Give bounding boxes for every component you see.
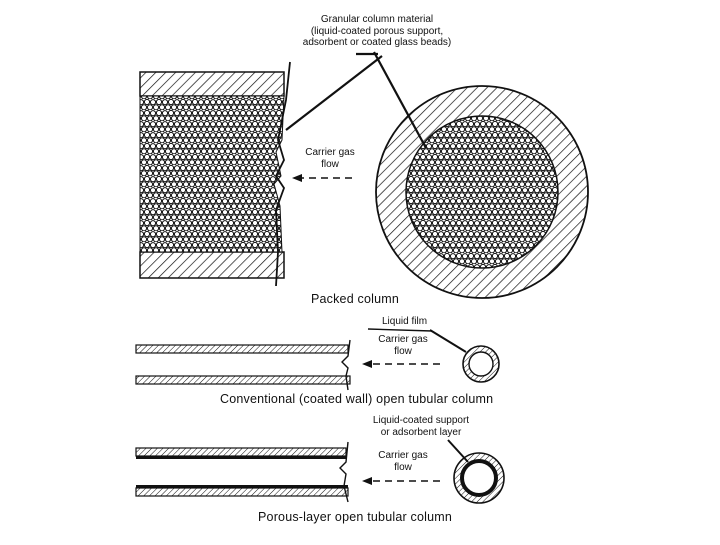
- packed-bottom-wall: [139, 251, 285, 279]
- material-label-line-3: adsorbent or coated glass beads): [302, 37, 452, 48]
- coated-flow-arrow: [362, 360, 440, 368]
- material-label-line-1: Granular column material: [320, 14, 434, 25]
- coated-wall-tube: [135, 339, 351, 391]
- coated-cross-section: [462, 345, 500, 383]
- film-leader-line: [367, 328, 467, 353]
- porous-layer-label-line-2: or adsorbent layer: [380, 426, 462, 438]
- coated-bottom-wall: [135, 375, 351, 385]
- packed-cross-section: [375, 85, 589, 299]
- packed-column-section: [139, 61, 291, 287]
- coated-top-wall: [135, 344, 349, 354]
- porous-layer-caption: Porous-layer open tubular column: [258, 510, 453, 524]
- porous-flow-arrow: [362, 477, 440, 485]
- porous-flow-label: Carrier gas flow: [368, 450, 438, 473]
- packed-flow-label-line-2: flow: [321, 158, 339, 170]
- packed-top-wall: [139, 71, 285, 97]
- packed-inner-bed: [405, 115, 559, 269]
- coated-flow-label-line-1: Carrier gas: [378, 334, 428, 345]
- coated-flow-label: Carrier gas flow: [368, 334, 438, 357]
- porous-break-line: [339, 441, 349, 503]
- packed-flow-arrow: [292, 174, 352, 182]
- packed-flow-label: Carrier gas flow: [300, 147, 360, 170]
- porous-bottom-wall: [135, 487, 349, 497]
- coated-wall-caption: Conventional (coated wall) open tubular …: [220, 392, 494, 406]
- porous-cross-section: [453, 452, 505, 504]
- porous-flow-label-line-2: flow: [394, 461, 412, 473]
- porous-top-layer: [136, 456, 346, 459]
- packed-flow-label-line-1: Carrier gas: [305, 147, 355, 158]
- porous-top-wall: [135, 447, 347, 457]
- packed-break-line: [274, 61, 291, 287]
- coated-flow-label-line-2: flow: [394, 345, 412, 357]
- material-label-line-2: (liquid-coated porous support,: [310, 25, 444, 37]
- packed-column-caption: Packed column: [310, 292, 400, 306]
- porous-flow-label-line-1: Carrier gas: [378, 450, 428, 461]
- porous-layer-label-line-1: Liquid-coated support: [372, 415, 470, 426]
- porous-layer-label: Liquid-coated support or adsorbent layer: [356, 415, 486, 438]
- material-leader-lines: [285, 51, 427, 149]
- coated-break-line: [341, 339, 351, 391]
- material-label: Granular column material (liquid-coated …: [292, 14, 462, 49]
- liquid-film-label: Liquid film: [382, 316, 428, 327]
- porous-layer-tube: [135, 441, 349, 503]
- layer-leader-line: [447, 439, 469, 463]
- porous-bottom-layer: [136, 485, 348, 488]
- packed-bed: [139, 95, 285, 253]
